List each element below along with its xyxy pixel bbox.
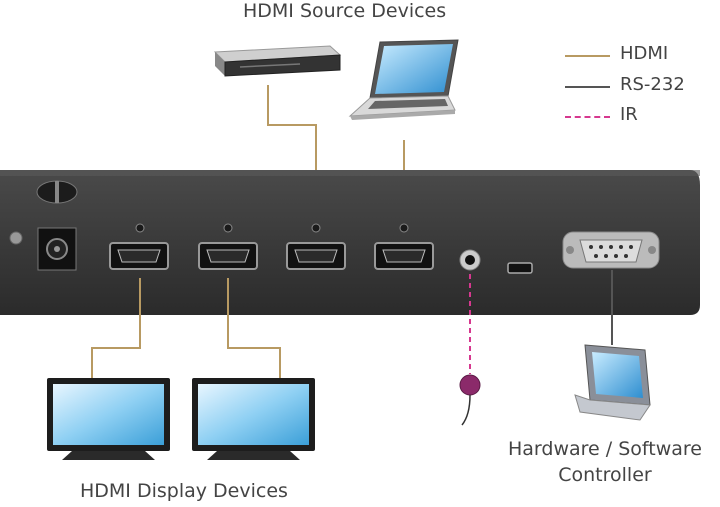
laptop-icon <box>348 39 459 120</box>
ir-jack-icon <box>459 249 481 271</box>
controller-label: Hardware / Software Controller <box>508 436 702 488</box>
legend-line-hdmi <box>565 55 610 57</box>
legend-label-rs232: RS-232 <box>620 74 685 95</box>
monitor-icon-2 <box>192 378 315 460</box>
hdmi-input-port-2 <box>374 223 434 270</box>
hdmi-cable-display-1 <box>91 278 141 378</box>
power-switch-icon <box>36 180 78 204</box>
legend-line-rs232 <box>565 86 610 88</box>
usb-port-icon <box>507 262 533 274</box>
matrix-switch-device <box>0 170 700 315</box>
legend-line-ir <box>565 116 610 118</box>
controller-label-line2: Controller <box>558 464 652 486</box>
legend-label-hdmi: HDMI <box>620 43 669 64</box>
hdmi-output-port-1 <box>109 223 169 270</box>
hdmi-cable-source-1 <box>267 85 317 200</box>
ir-receiver-icon <box>459 374 481 426</box>
hdmi-output-port-2 <box>198 223 258 270</box>
blu-ray-player-icon <box>213 45 342 77</box>
monitor-icon-1 <box>47 378 170 460</box>
source-devices-label: HDMI Source Devices <box>243 0 447 22</box>
ground-screw-icon <box>9 231 23 245</box>
dc-power-jack-icon <box>37 227 77 271</box>
hdmi-input-port-1 <box>286 223 346 270</box>
controller-label-line1: Hardware / Software <box>508 438 702 460</box>
touch-panel-icon <box>574 344 651 421</box>
display-devices-label: HDMI Display Devices <box>80 480 288 502</box>
legend-label-ir: IR <box>620 104 638 125</box>
hdmi-cable-display-2 <box>227 278 281 378</box>
rs232-port-icon <box>562 231 660 269</box>
